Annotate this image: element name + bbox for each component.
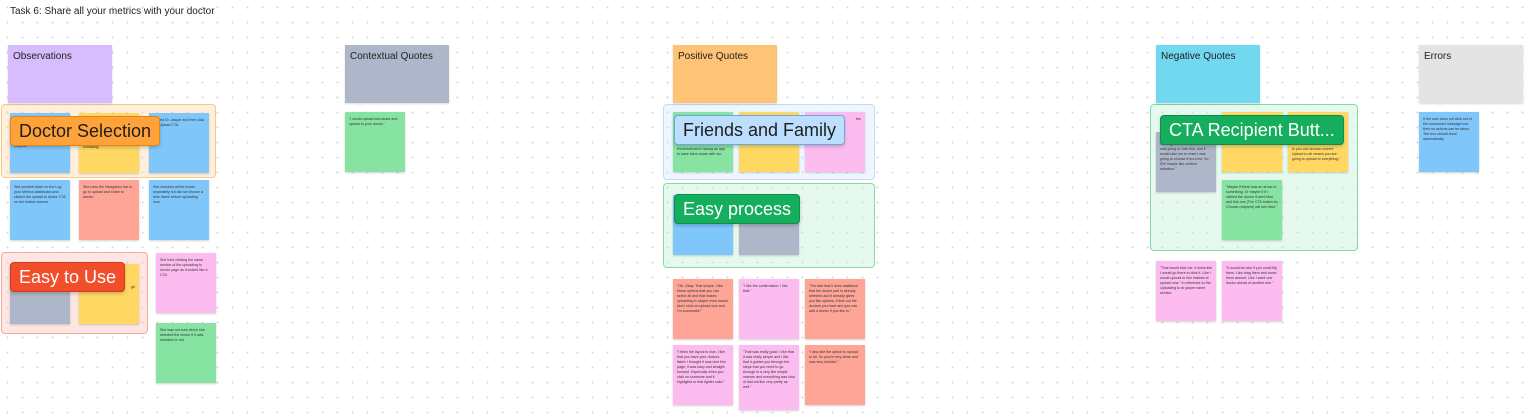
contextual-quotes-header[interactable]: Contextual Quotes bbox=[345, 45, 449, 103]
sticky-note[interactable]: She scrolled down on the Log your Metric… bbox=[10, 180, 70, 240]
observations-header[interactable]: Observations bbox=[8, 45, 112, 103]
sticky-note[interactable]: "That was really good. I like that it wa… bbox=[739, 345, 799, 410]
sticky-text: She was not sure which she selected the … bbox=[160, 328, 205, 342]
sticky-text: hospital. bbox=[14, 144, 28, 148]
sticky-text: "It would be nice if you could flip them… bbox=[1226, 266, 1278, 285]
sticky-text: "The fact that it does statistical that … bbox=[809, 284, 858, 313]
section-label-easy-process[interactable]: Easy process bbox=[674, 194, 801, 224]
sticky-note[interactable]: "The fact that it does statistical that … bbox=[805, 279, 865, 339]
task-title: Task 6: Share all your metrics with your… bbox=[10, 6, 215, 17]
sticky-text: "I would upload and share and upload to … bbox=[349, 117, 398, 126]
sticky-text: "Maybe if there was an arrow or somethin… bbox=[1226, 185, 1278, 209]
sticky-note[interactable]: She uses the Navigation bar to go to upl… bbox=[79, 180, 139, 240]
sticky-text: She uses the Navigation bar to go to upl… bbox=[83, 185, 133, 199]
negative-quotes-header[interactable]: Negative Quotes bbox=[1156, 45, 1260, 103]
sticky-text: If the user does not click out of the su… bbox=[1423, 117, 1472, 141]
sticky-note[interactable]: She was not sure which she selected the … bbox=[156, 323, 216, 383]
sticky-note[interactable]: She tried clicking the name section of t… bbox=[156, 253, 216, 313]
sticky-text: She tried clicking the name section of t… bbox=[160, 258, 208, 277]
sticky-note[interactable]: She checked all the boxes separately but… bbox=[149, 180, 209, 240]
sticky-note[interactable]: "Maybe if there was an arrow or somethin… bbox=[1222, 180, 1282, 240]
errors-header[interactable]: Errors bbox=[1419, 45, 1523, 103]
sticky-note[interactable]: "It would be nice if you could flip them… bbox=[1222, 261, 1282, 321]
sticky-text: it's beneficial to having an app to have… bbox=[677, 147, 726, 156]
sticky-note[interactable]: "I also like the option to upload to all… bbox=[805, 345, 865, 405]
sticky-note[interactable]: "That would trick me, it looks like I wo… bbox=[1156, 261, 1216, 321]
sticky-text: She scrolled down on the Log your Metric… bbox=[14, 185, 66, 204]
section-label-doctor-selection[interactable]: Doctor Selection bbox=[10, 116, 161, 146]
sticky-text: the bbox=[856, 117, 861, 121]
sticky-text: to you can choose current Upload to all … bbox=[1292, 147, 1341, 161]
sticky-text: "That was really good. I like that it wa… bbox=[743, 350, 795, 389]
section-label-friends-family[interactable]: Friends and Family bbox=[674, 115, 846, 145]
sticky-note[interactable]: "I like the confirmation, I like that." bbox=[739, 279, 799, 339]
sticky-text: "That would trick me, it looks like I wo… bbox=[1160, 266, 1213, 295]
sticky-note[interactable]: If the user does not click out of the su… bbox=[1419, 112, 1479, 172]
sticky-text: "I think the layout is nice, I like that… bbox=[677, 350, 726, 384]
sticky-text: She checked all the boxes separately but… bbox=[153, 185, 203, 204]
positive-quotes-header[interactable]: Positive Quotes bbox=[673, 45, 777, 103]
sticky-note[interactable]: "I think the layout is nice, I like that… bbox=[673, 345, 733, 405]
sticky-text: "I also like the option to upload to all… bbox=[809, 350, 859, 364]
sticky-text: gh bbox=[131, 285, 135, 289]
sticky-note[interactable]: "I would upload and share and upload to … bbox=[345, 112, 405, 172]
sticky-text: "Oh, Okay. That simple. I like those opt… bbox=[677, 284, 729, 313]
sticky-text: "I like the confirmation, I like that." bbox=[743, 284, 788, 293]
sticky-note[interactable]: "Oh, Okay. That simple. I like those opt… bbox=[673, 279, 733, 339]
section-label-easy-to-use[interactable]: Easy to Use bbox=[10, 262, 126, 292]
sticky-text: clicked Dr. Jaspar and then click the Up… bbox=[153, 118, 205, 127]
section-label-cta-recipient[interactable]: CTA Recipient Butt... bbox=[1160, 115, 1344, 145]
